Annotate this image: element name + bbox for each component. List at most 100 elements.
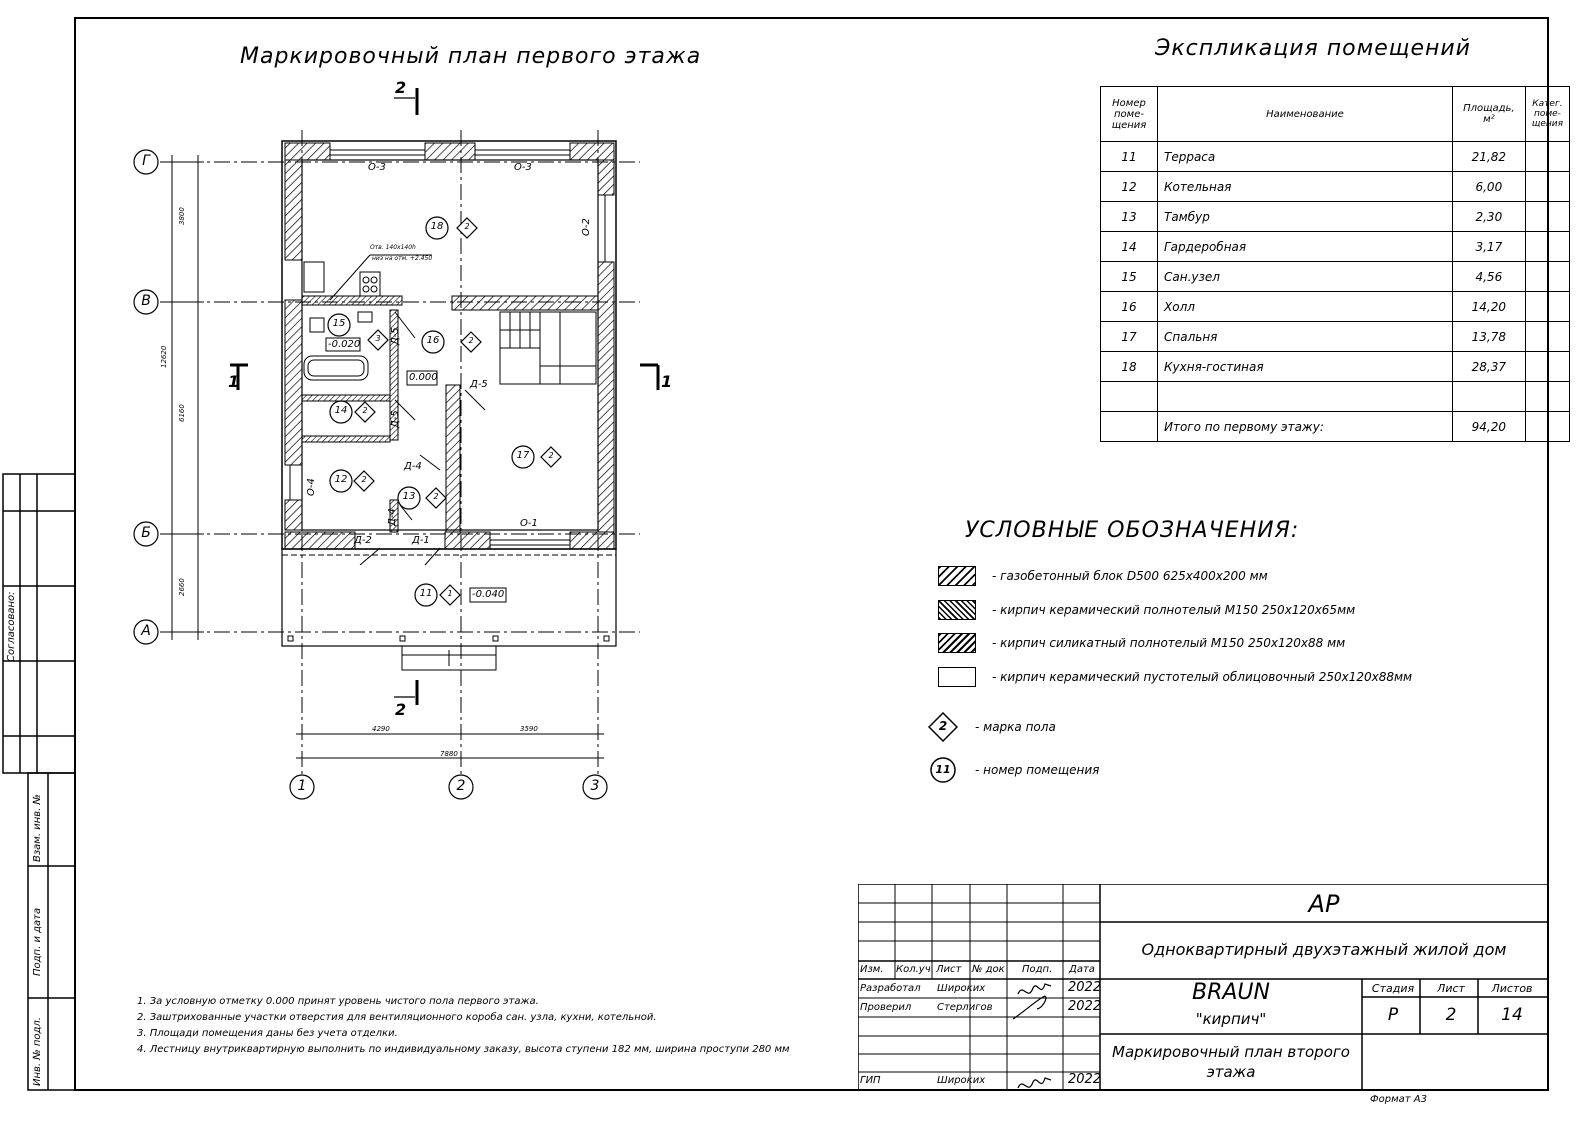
tb-format: Формат А3 xyxy=(1370,1094,1427,1105)
table-row-total: Итого по первому этажу:94,20 xyxy=(1100,411,1571,442)
tb-hdr-koluch: Кол.уч xyxy=(896,964,931,975)
cell-num: 14 xyxy=(1100,231,1158,262)
cell-cat xyxy=(1524,171,1571,202)
cell-cat xyxy=(1524,201,1571,232)
label-o4: О-4 xyxy=(306,478,317,496)
floor-mark-11: 1 xyxy=(447,589,453,598)
cell-cat xyxy=(1524,351,1571,382)
tb-hdr-list: Лист xyxy=(936,964,962,975)
plan-title: Маркировочный план первого этажа xyxy=(240,44,702,69)
label-d5c: Д-5 xyxy=(470,379,488,390)
total-area: 94,20 xyxy=(1451,411,1526,442)
label-o1: О-1 xyxy=(520,518,538,529)
legend-text: - кирпич керамический пустотелый облицов… xyxy=(992,670,1413,684)
label-d2: Д-2 xyxy=(354,535,372,546)
room-num-15: 15 xyxy=(332,318,346,329)
legend-item-brick-solid: - кирпич керамический полнотелый М150 25… xyxy=(938,599,1355,621)
cell-name: Котельная xyxy=(1157,171,1453,202)
floor-mark-16: 2 xyxy=(468,336,474,345)
expl-hdr-area: Площадь, м² xyxy=(1451,86,1526,142)
stamp-replace-inv: Взам. инв. № xyxy=(32,794,43,862)
cell-num: 11 xyxy=(1100,141,1158,172)
dim-12620: 12620 xyxy=(160,345,168,368)
tb-role-gip: ГИП xyxy=(860,1075,881,1086)
cell-num: 12 xyxy=(1100,171,1158,202)
tb-hdr-izm: Изм. xyxy=(860,964,884,975)
level-boxes xyxy=(325,337,507,603)
left-stamp-boxes xyxy=(2,473,76,1091)
tb-role-dev: Разработал xyxy=(860,983,921,994)
cell-name: Терраса xyxy=(1157,141,1453,172)
tb-name-dev: Широких xyxy=(937,983,986,994)
axis-label-3: 3 xyxy=(590,778,600,794)
tb-stage: Р xyxy=(1387,1005,1399,1025)
legend-item-aerated: - газобетонный блок D500 625х400х200 мм xyxy=(938,565,1268,587)
floor-mark-18: 2 xyxy=(464,222,470,231)
tb-sheet-title: Маркировочный план второго этажа xyxy=(1112,1043,1350,1081)
cell-area: 21,82 xyxy=(1451,141,1526,172)
cell-cat xyxy=(1524,231,1571,262)
section-1-left: 1 xyxy=(228,372,240,391)
stamp-inv-orig: Инв. № подл. xyxy=(32,1017,43,1086)
section-arrows xyxy=(394,97,415,698)
label-d4b: Д-4 xyxy=(387,508,398,526)
total-label: Итого по первому этажу: xyxy=(1157,411,1453,442)
tb-sheets-label: Листов xyxy=(1491,982,1533,995)
dim-3590: 3590 xyxy=(520,725,538,733)
vent-label-1: Отв. 140х140h xyxy=(370,244,416,251)
cell-name: Сан.узел xyxy=(1157,261,1453,292)
note-1: 1. За условную отметку 0.000 принят уров… xyxy=(137,996,539,1007)
label-d4a: Д-4 xyxy=(404,461,422,472)
cell-num: 13 xyxy=(1100,201,1158,232)
label-o2: О-2 xyxy=(581,218,592,236)
tb-hdr-podp: Подп. xyxy=(1022,964,1053,975)
vent-label-2: низ на отм. +2.450 xyxy=(372,255,433,262)
legend-floor-mark: 2 xyxy=(927,711,959,743)
tb-name-gip: Широких xyxy=(937,1075,986,1086)
cell-cat xyxy=(1524,321,1571,352)
expl-hdr-cat: Катег. поме-щения xyxy=(1524,86,1571,142)
axis-bubbles xyxy=(133,149,608,800)
floor-mark-15: 3 xyxy=(375,334,381,343)
legend-floor-mark-num: 2 xyxy=(938,719,948,733)
stamp-sign-date: Подп. и дата xyxy=(32,907,43,976)
dim-6160: 6160 xyxy=(178,404,186,422)
cell-area: 14,20 xyxy=(1451,291,1526,322)
cell-name: Холл xyxy=(1157,291,1453,322)
cell-area: 3,17 xyxy=(1451,231,1526,262)
section-marks xyxy=(230,88,660,705)
level-0000: 0.000 xyxy=(409,372,438,383)
room-num-11: 11 xyxy=(419,588,433,599)
tb-brand: BRAUN xyxy=(1192,980,1270,1005)
legend-text: - кирпич керамический полнотелый М150 25… xyxy=(992,603,1356,617)
cell-num: 15 xyxy=(1100,261,1158,292)
axis-label-v: В xyxy=(141,293,151,309)
tb-stage-label: Стадия xyxy=(1371,982,1415,995)
swatch-silicate xyxy=(938,633,976,653)
tb-date-gip: 2022 xyxy=(1068,1072,1102,1087)
stamp-agreed: Согласовано: xyxy=(6,591,17,662)
tb-hdr-ndoc: № док xyxy=(972,964,1005,975)
building-plan xyxy=(281,140,617,671)
dimension-lines xyxy=(166,155,604,759)
cell-cat xyxy=(1524,261,1571,292)
dim-4290: 4290 xyxy=(372,725,390,733)
cell-num: 17 xyxy=(1100,321,1158,352)
tb-hdr-data: Дата xyxy=(1069,964,1095,975)
cell-name: Гардеробная xyxy=(1157,231,1453,262)
legend-room-text: - номер помещения xyxy=(975,763,1100,777)
signature xyxy=(1012,983,1052,1089)
section-1-right: 1 xyxy=(661,372,673,391)
room-num-14: 14 xyxy=(334,405,348,416)
expl-hdr-num: Номер поме-щения xyxy=(1100,86,1158,142)
cell-name: Тамбур xyxy=(1157,201,1453,232)
swatch-brick-solid xyxy=(938,600,976,620)
legend-text: - кирпич силикатный полнотелый М150 250х… xyxy=(992,636,1346,650)
level-bath: -0.020 xyxy=(328,339,361,350)
tb-date-dev: 2022 xyxy=(1068,980,1102,995)
tb-name-check: Стерлигов xyxy=(937,1002,993,1013)
